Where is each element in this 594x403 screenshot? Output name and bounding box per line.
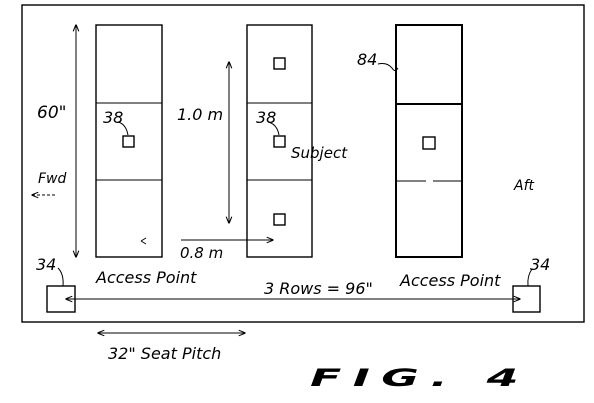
- aft-label: Aft: [513, 178, 535, 194]
- sensor-box-mid-top: [273, 57, 286, 70]
- seat-pitch-label: 32" Seat Pitch: [108, 344, 221, 363]
- access-ref-right-label: 34: [530, 255, 550, 274]
- seat-column-left: [95, 24, 163, 258]
- sensor-box-mid-center: [273, 135, 286, 148]
- fwd-label: Fwd: [38, 171, 67, 187]
- leader-38-mid: [267, 121, 280, 136]
- access-ref-left-label: 34: [36, 255, 56, 274]
- access-point-right-label: Access Point: [399, 271, 501, 290]
- sensor-box-left: [122, 135, 135, 148]
- leader-34-left: [57, 267, 64, 287]
- subject-label: Subject: [291, 144, 348, 162]
- sensor-box-right: [422, 136, 436, 150]
- access-point-left-label: Access Point: [95, 268, 197, 287]
- sensor-ref-left-label: 38: [103, 108, 123, 127]
- seat-column-middle: [246, 24, 313, 258]
- leader-38-left: [117, 121, 129, 136]
- height-dim-label: 60": [37, 103, 66, 123]
- width-dim-label: 0.8 m: [180, 244, 223, 262]
- sensor-box-mid-bottom: [273, 213, 286, 226]
- figure-label: FIG. 4: [310, 364, 530, 392]
- panel-ref-label: 84: [357, 50, 377, 69]
- rows-label: 3 Rows = 96": [264, 279, 373, 298]
- leader-34-right: [527, 268, 533, 287]
- cabin-outline: [21, 4, 585, 323]
- seat-column-right: [395, 24, 463, 258]
- sensor-ref-mid-label: 38: [256, 108, 276, 127]
- leader-84: [377, 63, 399, 71]
- metric-dim-label: 1.0 m: [177, 105, 223, 124]
